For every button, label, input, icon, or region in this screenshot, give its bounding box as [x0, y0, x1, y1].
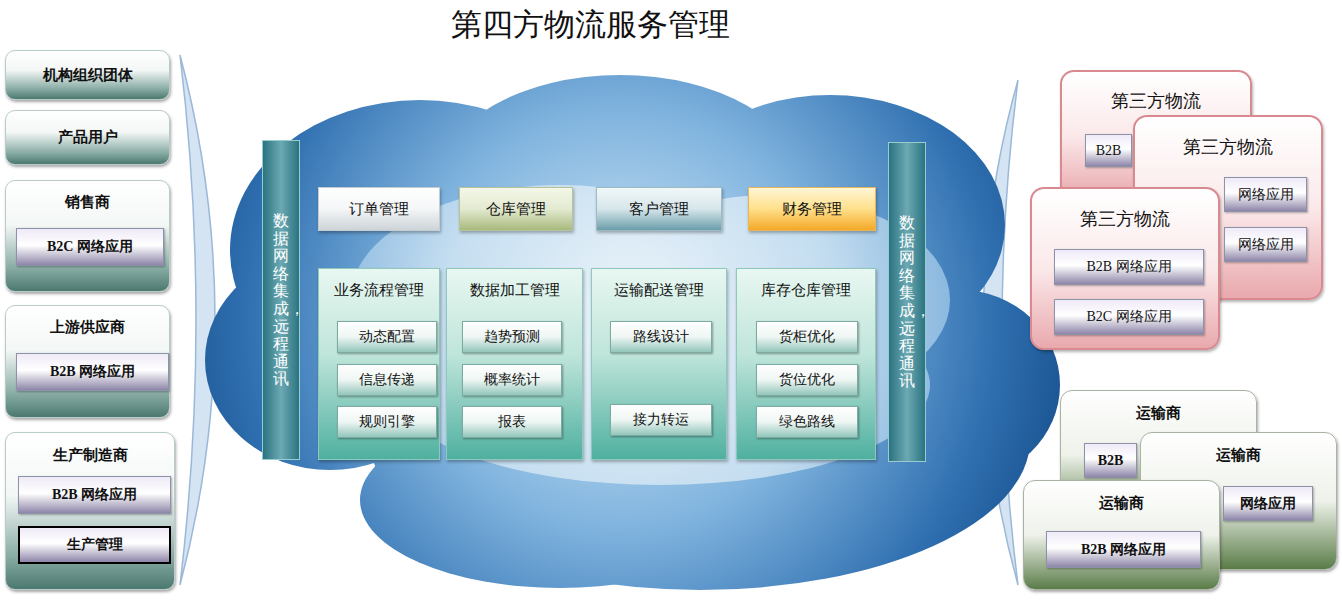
inner-cloud — [350, 185, 950, 485]
app-box: B2B 网络应用 — [16, 353, 169, 391]
box-label: 客户管理 — [629, 200, 689, 219]
box-label: 机构组织团体 — [43, 66, 133, 85]
box-heading: 运输商 — [1061, 404, 1256, 423]
module-box: 订单管理 — [318, 187, 440, 231]
app-box: 网络应用 — [1224, 227, 1307, 262]
box-label: 信息传递 — [359, 371, 415, 389]
module-column: 业务流程管理动态配置信息传递规则引擎 — [318, 268, 440, 460]
box-label: 概率统计 — [484, 371, 540, 389]
bracket — [180, 55, 215, 585]
box-label: 网络应用 — [1240, 495, 1296, 513]
box-heading: 库存仓库管理 — [737, 281, 875, 300]
party-card: 销售商 B2C 网络应用 — [5, 180, 170, 292]
app-box: B2B 网络应用 — [1046, 531, 1201, 568]
app-box: B2C 网络应用 — [16, 228, 164, 266]
function-box: 报表 — [462, 406, 562, 438]
box-label: 动态配置 — [359, 328, 415, 346]
box-label: 趋势预测 — [484, 328, 540, 346]
box-heading: 销售商 — [6, 193, 169, 212]
function-box: 货位优化 — [756, 364, 858, 396]
box-heading: 第三方物流 — [1032, 207, 1218, 231]
box-label: 生产管理 — [67, 536, 123, 554]
logistics-card: 第三方物流 B2B 网络应用 B2C 网络应用 — [1030, 187, 1220, 350]
carrier-card: 运输商 B2B 网络应用 — [1023, 480, 1220, 590]
box-label: B2B 网络应用 — [1086, 258, 1171, 276]
box-heading: 运输商 — [1024, 494, 1219, 513]
box-label: B2B — [1098, 453, 1124, 469]
box-label: 网络应用 — [1238, 186, 1294, 204]
box-heading: 运输配送管理 — [592, 281, 726, 300]
function-box: 信息传递 — [337, 364, 437, 396]
function-box: 绿色路线 — [756, 406, 858, 438]
box-heading: 业务流程管理 — [319, 281, 439, 300]
function-box: 动态配置 — [337, 321, 437, 353]
app-box: B2B 网络应用 — [18, 476, 171, 514]
box-label: B2B 网络应用 — [1081, 541, 1166, 559]
cloud — [205, 75, 1060, 590]
box-label: B2B 网络应用 — [50, 363, 135, 381]
box-heading: 第三方物流 — [1062, 89, 1250, 113]
module-box: 仓库管理 — [459, 187, 573, 231]
app-box: B2C 网络应用 — [1054, 299, 1204, 335]
integration-bar: 数据网络集成，远程通讯 — [262, 140, 300, 460]
app-box: B2B — [1084, 443, 1137, 478]
module-box: 客户管理 — [596, 187, 722, 231]
box-label: 数据网络集成，远程通讯 — [273, 212, 289, 388]
box-label: 订单管理 — [349, 200, 409, 219]
function-box: 路线设计 — [610, 321, 712, 353]
box-heading: 上游供应商 — [6, 318, 169, 337]
party-card: 生产制造商 B2B 网络应用生产管理 — [5, 432, 175, 590]
app-box: 网络应用 — [1223, 486, 1313, 521]
function-box: 货柜优化 — [756, 321, 858, 353]
module-column: 库存仓库管理货柜优化货位优化绿色路线 — [736, 268, 876, 460]
function-box: 接力转运 — [610, 404, 712, 436]
party-card: 机构组织团体 — [5, 50, 170, 100]
box-label: B2B — [1096, 143, 1122, 159]
box-label: 货位优化 — [779, 371, 835, 389]
module-column: 运输配送管理路线设计接力转运 — [591, 268, 727, 460]
box-label: 路线设计 — [633, 328, 689, 346]
box-label: 仓库管理 — [486, 200, 546, 219]
integration-bar: 数据网络集成，远程通讯 — [888, 142, 926, 462]
box-label: 报表 — [498, 413, 526, 431]
box-label: 产品用户 — [58, 128, 118, 147]
function-box: 趋势预测 — [462, 321, 562, 353]
module-box: 财务管理 — [748, 187, 876, 231]
box-label: 网络应用 — [1238, 236, 1294, 254]
box-label: B2C 网络应用 — [47, 238, 133, 256]
module-column: 数据加工管理趋势预测概率统计报表 — [446, 268, 583, 460]
box-heading: 运输商 — [1141, 446, 1336, 465]
box-label: 接力转运 — [633, 411, 689, 429]
box-heading: 生产制造商 — [6, 446, 174, 465]
diagram-title: 第四方物流服务管理 — [330, 4, 850, 46]
box-label: 规则引擎 — [359, 413, 415, 431]
function-box: 规则引擎 — [337, 406, 437, 438]
app-box: 网络应用 — [1224, 177, 1307, 212]
function-box: 概率统计 — [462, 364, 562, 396]
app-box: B2B — [1085, 134, 1132, 167]
app-box: B2B 网络应用 — [1054, 249, 1204, 285]
box-heading: 第三方物流 — [1135, 135, 1321, 159]
box-label: 财务管理 — [782, 200, 842, 219]
party-card: 上游供应商 B2B 网络应用 — [5, 305, 170, 418]
box-heading: 数据加工管理 — [447, 281, 582, 300]
party-card: 产品用户 — [5, 110, 170, 165]
box-label: 货柜优化 — [779, 328, 835, 346]
box-label: 绿色路线 — [779, 413, 835, 431]
box-label: B2B 网络应用 — [52, 486, 137, 504]
box-label: 数据网络集成，远程通讯 — [899, 214, 915, 390]
app-box: 生产管理 — [18, 526, 171, 564]
box-label: B2C 网络应用 — [1086, 308, 1171, 326]
